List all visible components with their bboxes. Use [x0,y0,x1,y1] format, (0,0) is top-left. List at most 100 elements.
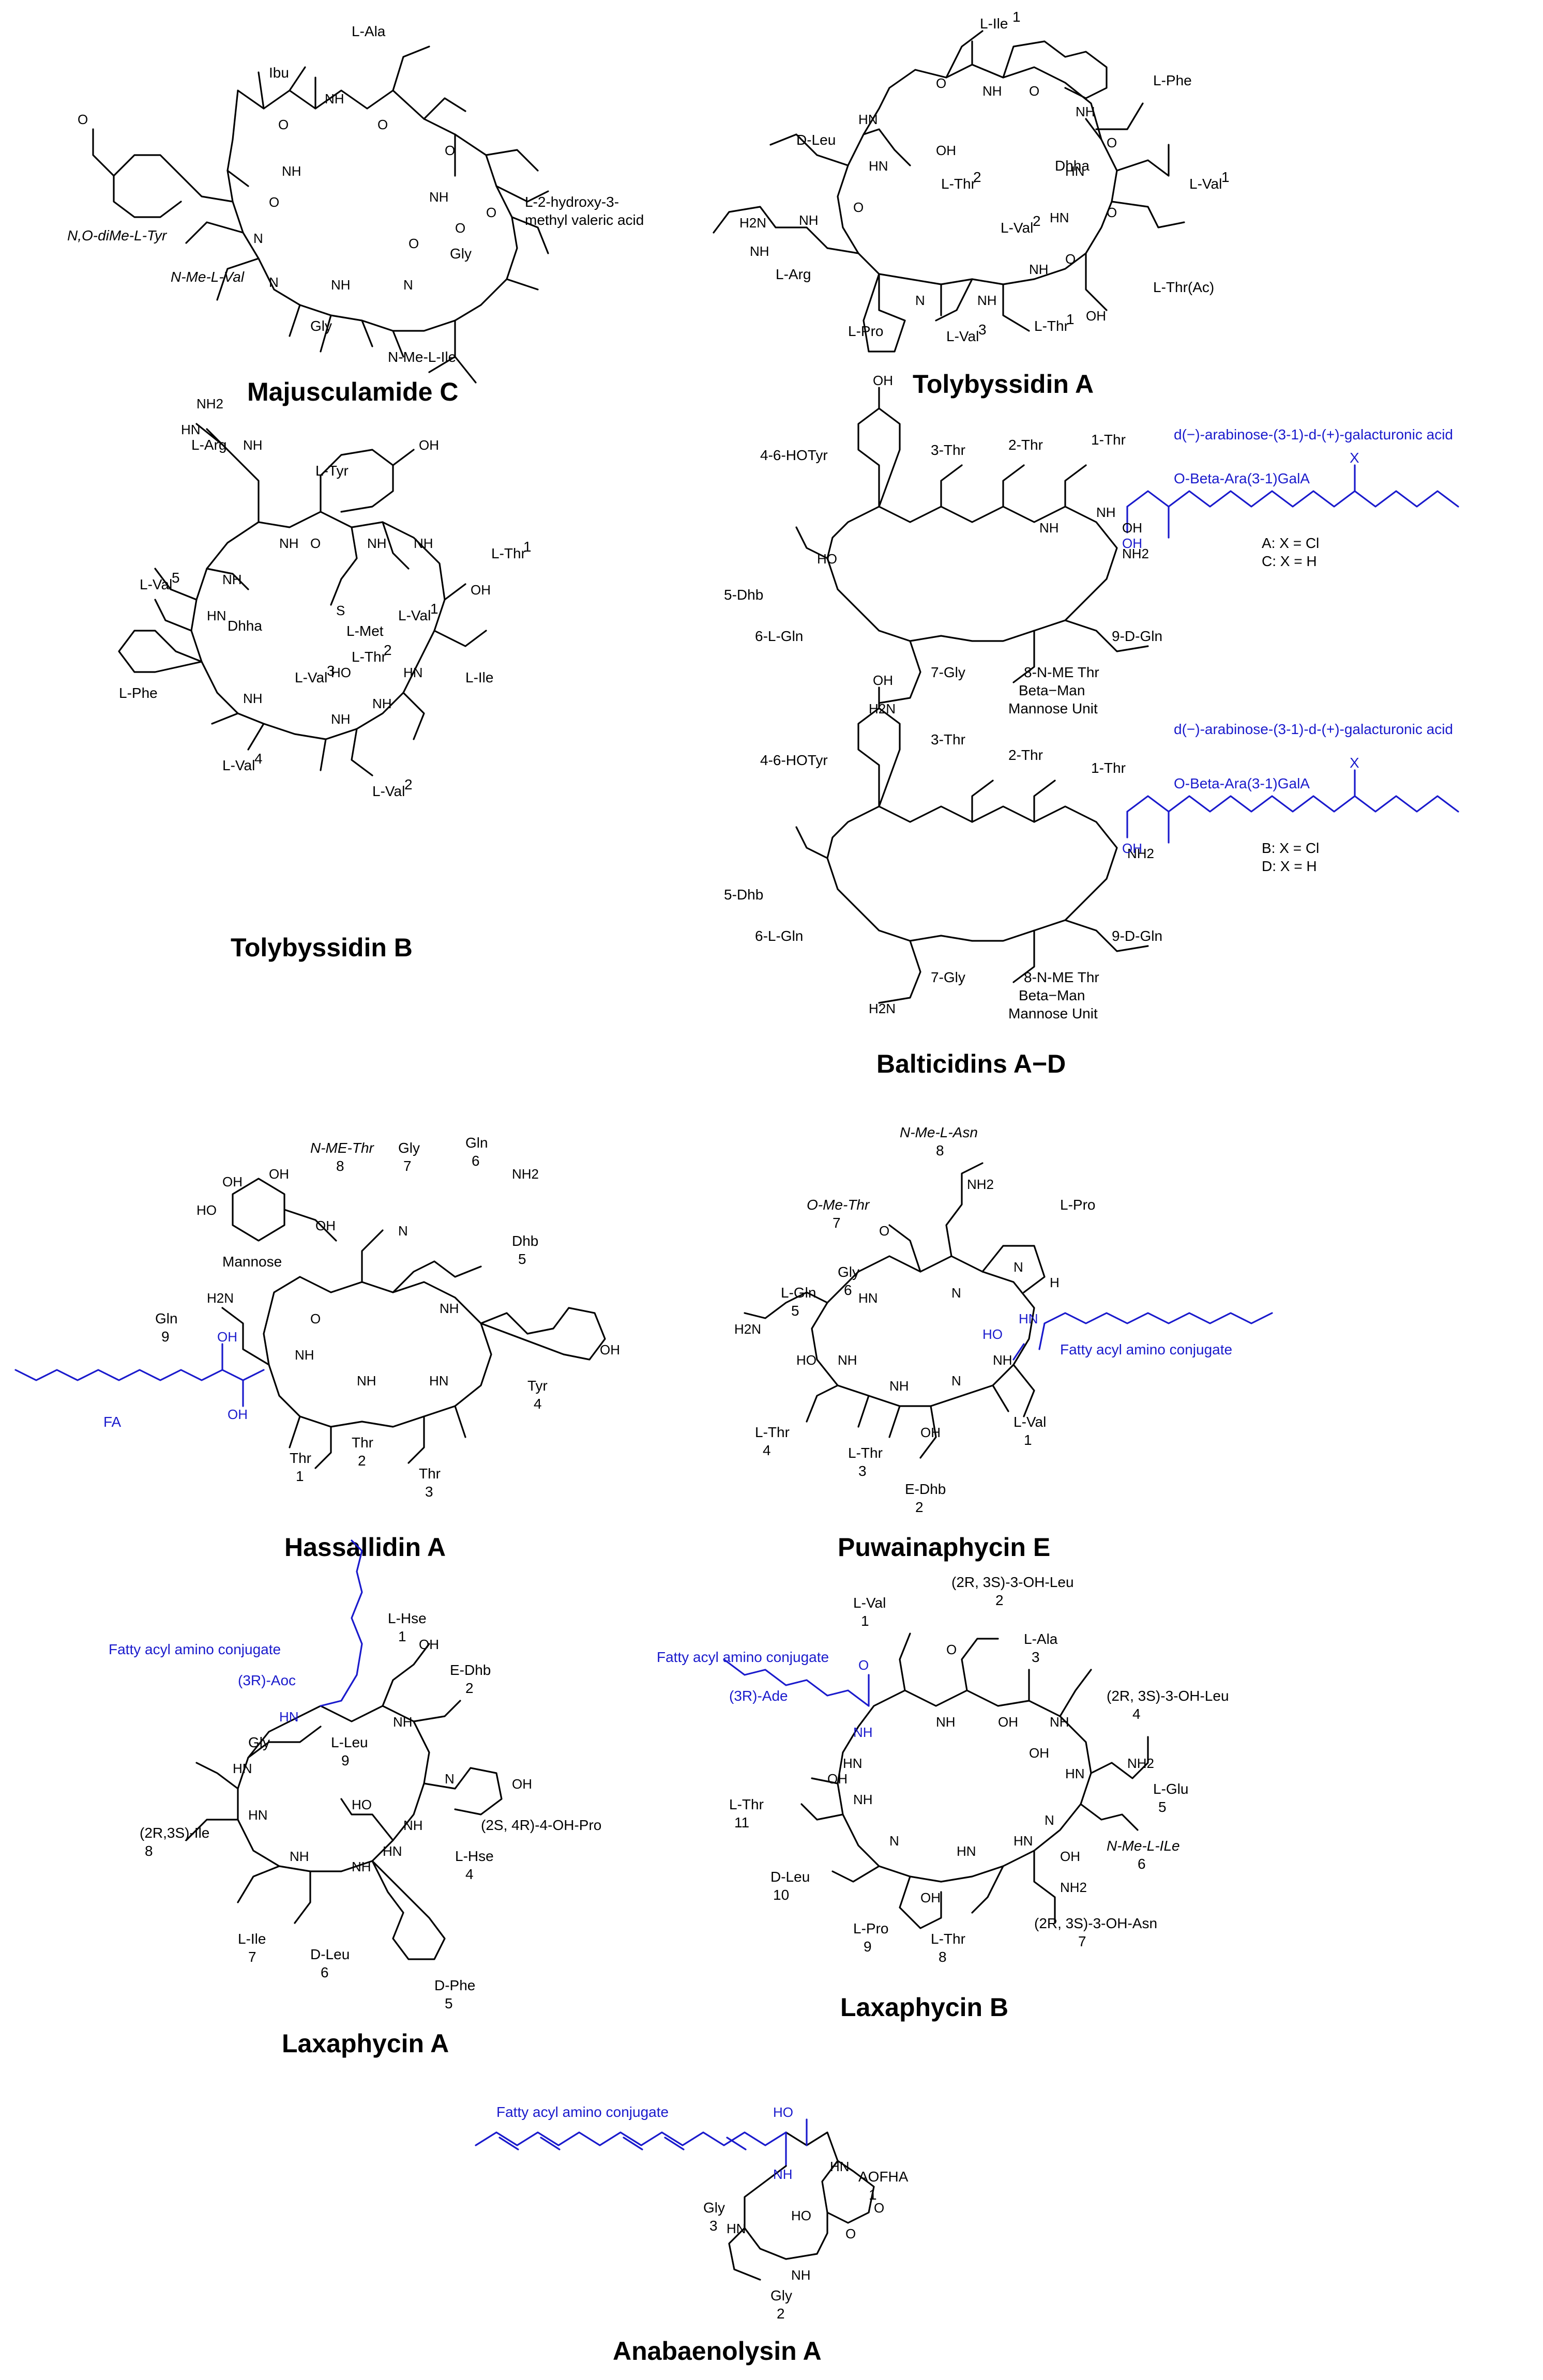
label-1: 1 [296,1468,304,1484]
atom-nh2: NH2 [1127,846,1154,861]
atom-nh: NH [414,536,433,551]
label-gly: Gly [248,1734,270,1750]
atom-oh: OH [1060,1849,1080,1864]
atom-nh: NH [773,2167,793,2182]
label-l-pro: L-Pro [1060,1197,1095,1213]
atom-o: O [409,236,419,251]
label-l-pro: L-Pro [848,323,883,339]
label-7-gly-2: 7-Gly [931,969,965,985]
label-l-leu-9: L-Leu [331,1734,368,1750]
atom-nh: NH [331,277,351,293]
atom-s: S [336,603,345,618]
label-1-thr-2: 1-Thr [1091,760,1126,776]
label-3-oh-leu-2: (2R, 3S)-3-OH-Leu [951,1574,1074,1590]
atom-n: N [403,277,413,293]
label-7-gly-1: 7-Gly [931,664,965,680]
label-ac-line-2: C: X = H [1262,553,1317,569]
atom-nh: NH [799,212,819,228]
atom-nh: NH [243,691,263,706]
label-l-glu: L-Glu [1153,1781,1188,1797]
label-l-val-2: L-Val [1001,220,1033,236]
label-8: 8 [336,1158,344,1174]
label-n-o-dime-l-tyr: N,O-diMe-L-Tyr [67,227,168,243]
atom-nh: NH [290,1849,309,1864]
label-5-dhb-1: 5-Dhb [724,587,763,603]
label-betaman-1: Beta−Man [1019,682,1085,698]
label-8: 8 [145,1843,153,1859]
atom-n: N [915,293,925,308]
structure-tolybyssidin-b: NH2 HN NH OH NH O NH S NH OH NH HN HO HN… [118,396,532,962]
atom-o: O [853,200,864,215]
label-l-thr-1: L-Thr [1034,318,1069,334]
atom-hn: HN [1065,163,1085,179]
atom-hn: HN [403,665,423,680]
label-8-methr-2: 8-N-ME Thr [1024,969,1099,985]
atom-nh: NH [367,536,387,551]
atom-n: N [445,1771,455,1787]
atom-nh: NH [1050,1714,1069,1730]
label-tyr: Tyr [527,1378,548,1394]
label-3: 3 [1032,1649,1040,1665]
atom-oh: OH [600,1342,620,1357]
atom-hn: HN [1013,1833,1033,1849]
label-l-val: L-Val [1013,1414,1046,1430]
label-n-me-l-val: N-Me-L-Val [171,269,245,285]
label-gly-2: Gly [450,246,472,262]
label-l-hse-1: L-Hse [388,1610,427,1626]
atom-ho: HO [773,2104,793,2120]
atom-nh: NH [1029,262,1049,277]
label-8: 8 [936,1142,944,1158]
label-6: 6 [1138,1856,1146,1872]
label-l-thr-11: L-Thr [729,1796,764,1812]
label-dhha: Dhha [228,618,262,634]
atom-nh: NH [279,536,299,551]
atom-o: O [445,143,455,158]
label-1: 1 [398,1628,406,1644]
atom-oh: OH [419,437,439,453]
atom-nh: NH [357,1373,376,1389]
label-sup: 2 [973,169,981,185]
atom-nh: NH [372,696,392,711]
label-fatty-acyl: Fatty acyl amino conjugate [496,2104,669,2120]
title-laxaphycin-b: Laxaphycin B [840,1993,1008,2022]
atom-nh: NH [1096,505,1116,520]
atom-oh: OH [1122,841,1142,856]
atom-n: N [889,1833,899,1849]
atom-o: O [278,117,289,132]
atom-hn: HN [181,422,201,437]
atom-hn: HN [429,1373,449,1389]
atom-nh: NH [440,1301,459,1316]
label-l-val-2: L-Val [372,783,405,799]
label-10: 10 [773,1887,789,1903]
label-4: 4 [465,1866,474,1882]
atom-hn: HN [858,112,878,127]
title-balticidins: Balticidins A−D [876,1049,1066,1078]
label-3: 3 [858,1463,867,1479]
atom-oh: OH [419,1637,439,1652]
label-bd-line-1: B: X = Cl [1262,840,1319,856]
label-3-oh-asn: (2R, 3S)-3-OH-Asn [1034,1915,1157,1931]
title-majusculamide-c: Majusculamide C [247,377,458,406]
label-e-dhb: E-Dhb [450,1662,491,1678]
atom-oh: OH [873,673,893,688]
atom-nh2: NH2 [1122,546,1149,561]
label-l-val-4: L-Val [222,757,255,773]
label-gly-1: Gly [310,318,332,334]
atom-ho: HO [196,1202,217,1218]
label-sup: 2 [1033,213,1041,229]
atom-nh: NH [936,1714,956,1730]
label-n-me-l-ile: N-Me-L-Ile [388,349,456,365]
atom-h2n: H2N [739,215,766,231]
structure-tolybyssidin-a: O NH O NH O HN O HN O OH NH NH N O HN HN… [713,9,1230,399]
label-dhb: Dhb [512,1233,538,1249]
label-l-ile: L-Ile [980,16,1008,32]
label-gln-6: Gln [465,1135,488,1151]
label-fa: FA [103,1414,122,1430]
atom-hn: HN [843,1756,863,1771]
atom-nh: NH [429,189,449,205]
label-3: 3 [709,2218,718,2234]
label-l-val-3: L-Val [295,669,327,685]
label-sugar-group-1: O-Beta-Ara(3-1)GalA [1174,470,1310,486]
atom-n: N [1045,1812,1054,1828]
label-l-thr-1: L-Thr [491,545,526,561]
